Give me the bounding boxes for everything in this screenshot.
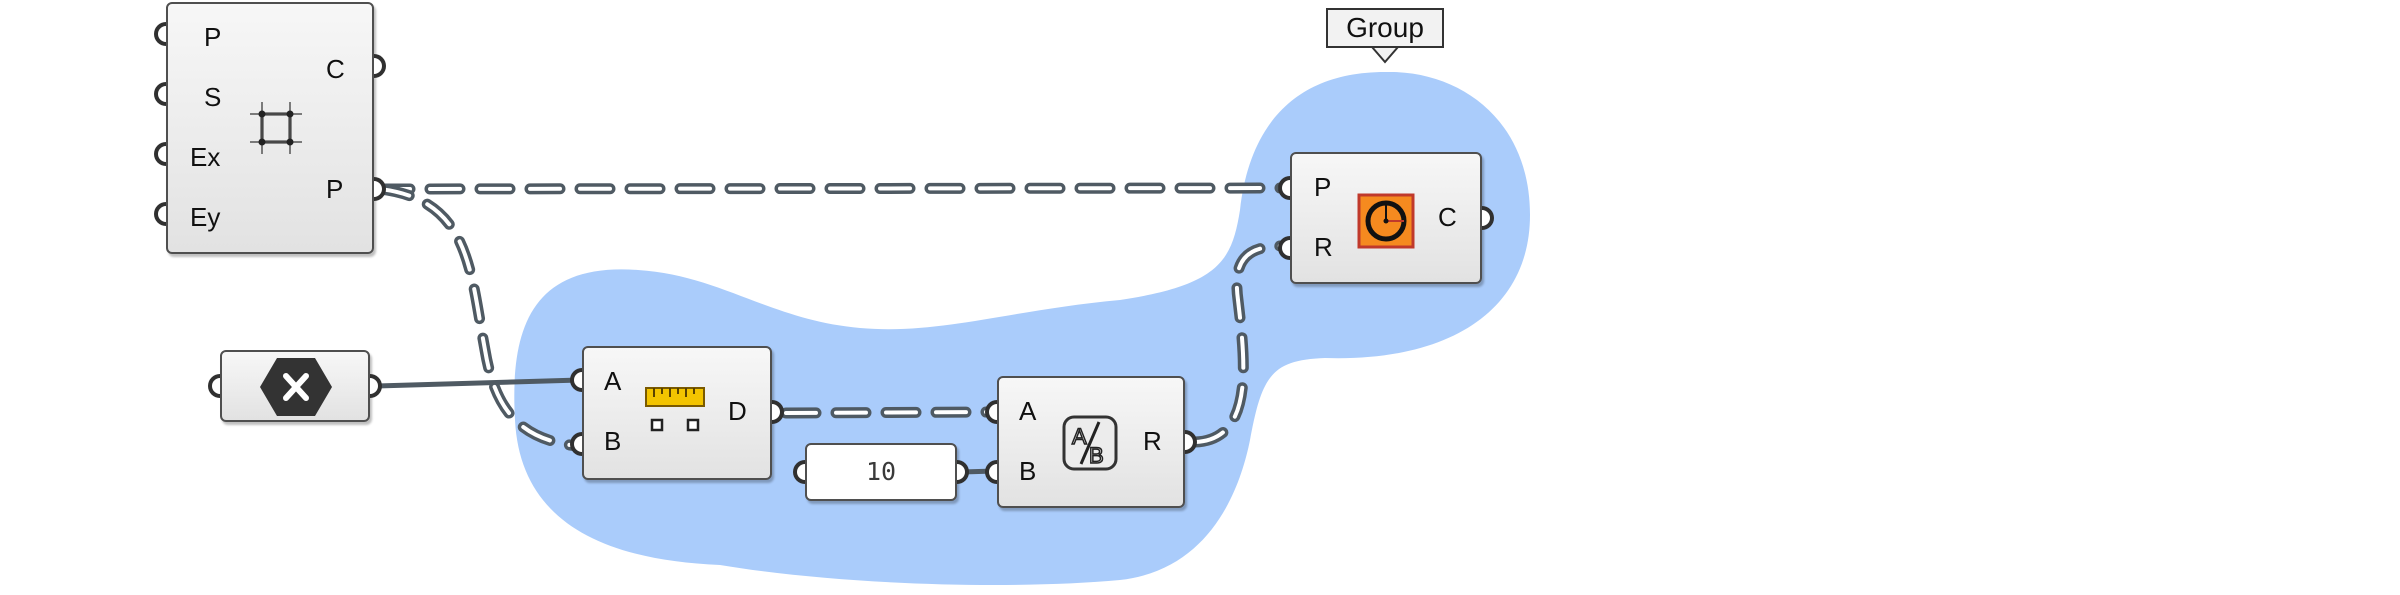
input-port-label: A [1019,396,1037,426]
output-grip[interactable] [1185,430,1197,454]
input-grip[interactable] [154,202,166,226]
circle-icon [1357,193,1415,249]
input-grip[interactable] [985,400,997,424]
output-grip[interactable] [1482,206,1494,230]
output-port-label: C [326,54,345,84]
output-grip[interactable] [772,400,784,424]
rectangle-component[interactable]: P S Ex Ey C P [166,2,374,254]
division-icon: A B [1062,415,1118,471]
input-grip[interactable] [570,368,582,392]
output-port-label: C [1438,202,1457,232]
input-port-label: R [1314,232,1333,262]
input-port-label: B [604,426,622,456]
group-label[interactable]: Group [1326,8,1444,48]
wire-rect-p-to-circle-p-core [378,186,1292,191]
input-port-label: S [204,82,222,112]
division-component[interactable]: A B R A B [997,376,1185,508]
input-grip[interactable] [154,142,166,166]
input-port-label: A [604,366,622,396]
output-port-label: P [326,174,344,204]
output-grip[interactable] [957,460,969,484]
group-region[interactable] [514,71,1530,585]
svg-text:A: A [1072,424,1087,449]
input-port-label: P [204,22,222,52]
output-port-label: D [728,396,747,426]
wire-rect-p-to-distance-b-core [378,187,580,448]
input-grip[interactable] [1278,236,1290,260]
input-grip[interactable] [1278,176,1290,200]
output-grip[interactable] [374,54,386,78]
output-grip[interactable] [370,374,382,398]
input-port-label: P [1314,172,1332,202]
input-grip[interactable] [154,82,166,106]
input-port-label: B [1019,456,1037,486]
wire-cancel-to-distance-a[interactable] [377,377,581,389]
close-icon [260,358,332,416]
number-panel[interactable]: 10 [805,443,957,501]
input-grip[interactable] [208,374,220,398]
input-grip[interactable] [570,432,582,456]
distance-component[interactable]: A B D [582,346,772,480]
input-port-label: Ey [190,202,221,232]
input-grip[interactable] [793,460,805,484]
output-grip[interactable] [374,177,386,201]
svg-text:B: B [1089,443,1104,468]
wire-distance-d-to-division-a-core [784,410,997,415]
rectangle-icon [250,102,302,154]
wire-division-r-to-circle-r-core [1193,243,1292,444]
ruler-distance-icon [645,387,705,432]
circle-component[interactable]: P R C [1290,152,1482,284]
input-grip[interactable] [154,22,166,46]
output-port-label: R [1143,426,1162,456]
group-label-pointer [1369,46,1401,64]
input-port-label: Ex [190,142,221,172]
cancel-parameter[interactable] [220,350,370,422]
input-grip[interactable] [985,460,997,484]
